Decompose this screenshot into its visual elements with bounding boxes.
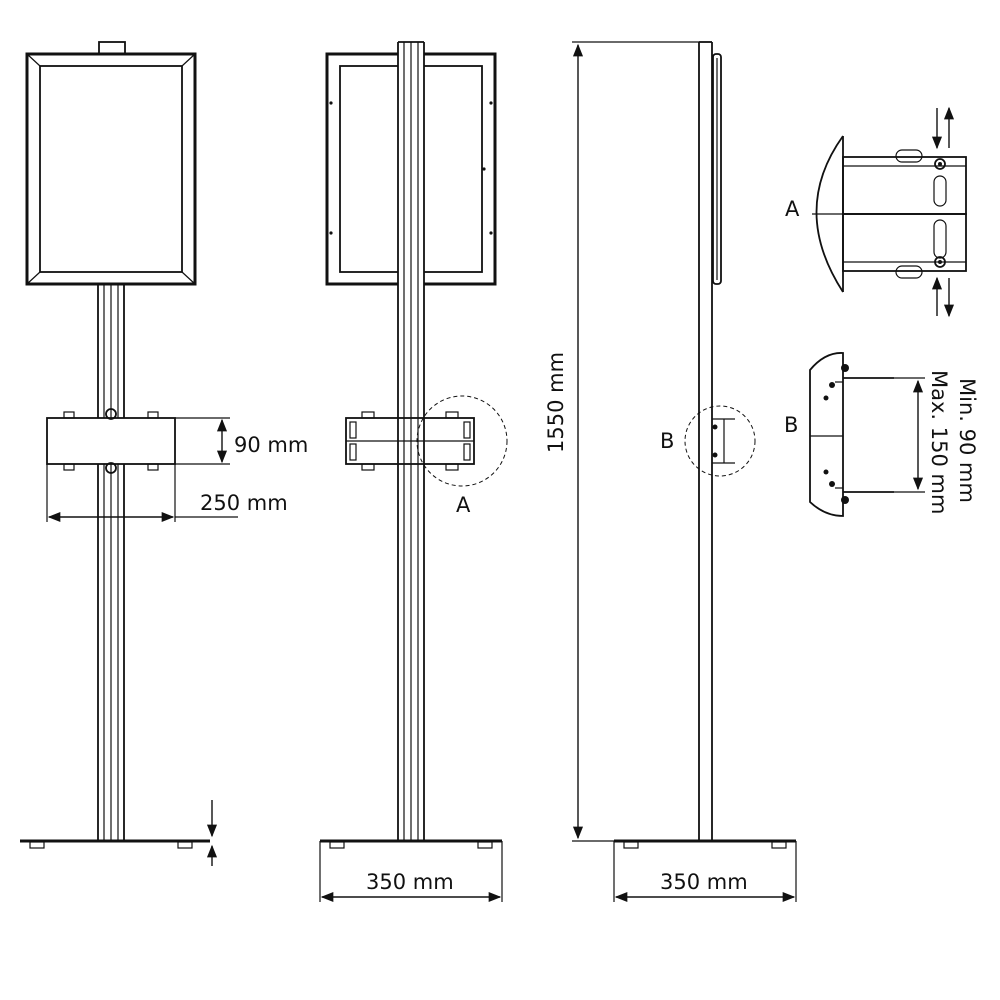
clamp-front [46, 408, 176, 474]
base-plate-side [614, 839, 796, 849]
poster-frame-front [25, 52, 197, 286]
clamp-width-dimension: 250 mm [46, 464, 288, 523]
pole-back [397, 41, 425, 842]
detail-a: A [785, 106, 967, 318]
side-view: B 1550 mm 350 mm [544, 41, 797, 903]
detail-b-title: B [784, 413, 798, 437]
detail-a-circle [416, 395, 508, 487]
detail-b: B Min. 90 mm Max. 150 mm [784, 352, 979, 517]
clamp-height-label: 90 mm [234, 433, 308, 457]
clamp-min-label: Min. 90 mm [955, 378, 979, 503]
back-view: A 350 mm [319, 41, 508, 903]
base-width-dimension-back: 350 mm [319, 841, 503, 903]
pole-top-cap [98, 41, 126, 55]
clamp-back [345, 411, 475, 471]
base-width-dimension-side: 350 mm [613, 841, 797, 903]
base-plate-front [20, 839, 210, 849]
pole-front [97, 284, 125, 842]
clamp-max-label: Max. 150 mm [927, 370, 951, 514]
clamp-height-dimension: 90 mm [175, 417, 308, 465]
frame-edge-side [712, 53, 722, 285]
detail-b-circle [684, 405, 756, 477]
detail-b-callout: B [660, 429, 674, 453]
detail-a-callout: A [456, 493, 471, 517]
base-width-label-back: 350 mm [366, 870, 454, 894]
clamp-side [712, 418, 735, 464]
detail-a-title: A [785, 197, 800, 221]
total-height-label: 1550 mm [544, 352, 568, 453]
total-height-dimension: 1550 mm [544, 41, 699, 842]
front-view: 90 mm 250 mm [20, 41, 308, 866]
base-plate-back [320, 839, 502, 849]
clamp-width-label: 250 mm [200, 491, 288, 515]
pole-side [698, 41, 713, 842]
base-width-label-side: 350 mm [660, 870, 748, 894]
